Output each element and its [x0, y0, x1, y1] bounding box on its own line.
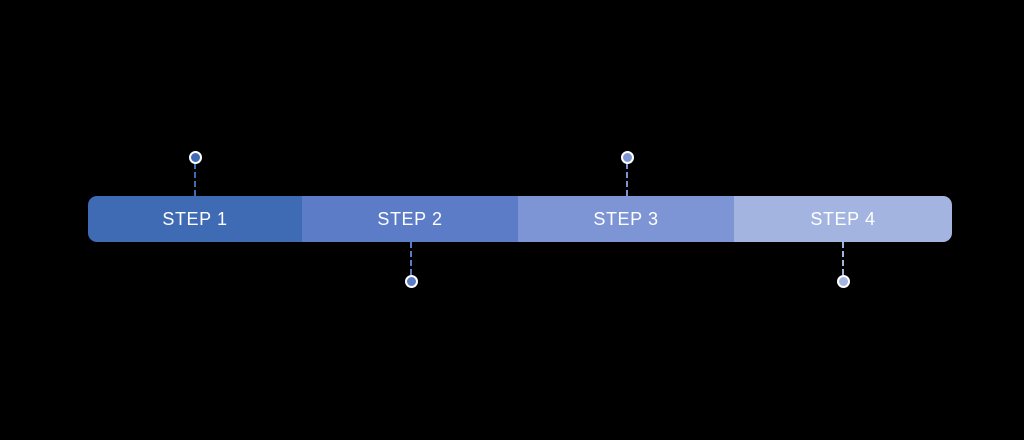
- marker-dot-4[interactable]: [836, 274, 850, 288]
- step-segment-1[interactable]: STEP 1: [88, 196, 302, 242]
- marker-connector-line-1: [194, 163, 196, 196]
- marker-dot-1[interactable]: [188, 150, 202, 164]
- step-label-1: STEP 1: [162, 209, 228, 229]
- step-progress-bar: STEP 1 STEP 2 STEP 3 STEP 4: [88, 196, 952, 242]
- step-segment-2[interactable]: STEP 2: [302, 196, 518, 242]
- marker-connector-line-4: [842, 242, 844, 275]
- marker-dot-2[interactable]: [404, 274, 418, 288]
- step-label-4: STEP 4: [810, 209, 876, 229]
- step-segment-3[interactable]: STEP 3: [518, 196, 734, 242]
- marker-connector-line-2: [410, 242, 412, 275]
- step-label-2: STEP 2: [377, 209, 443, 229]
- step-segment-4[interactable]: STEP 4: [734, 196, 952, 242]
- marker-connector-line-3: [626, 163, 628, 196]
- step-label-3: STEP 3: [593, 209, 659, 229]
- marker-dot-3[interactable]: [620, 150, 634, 164]
